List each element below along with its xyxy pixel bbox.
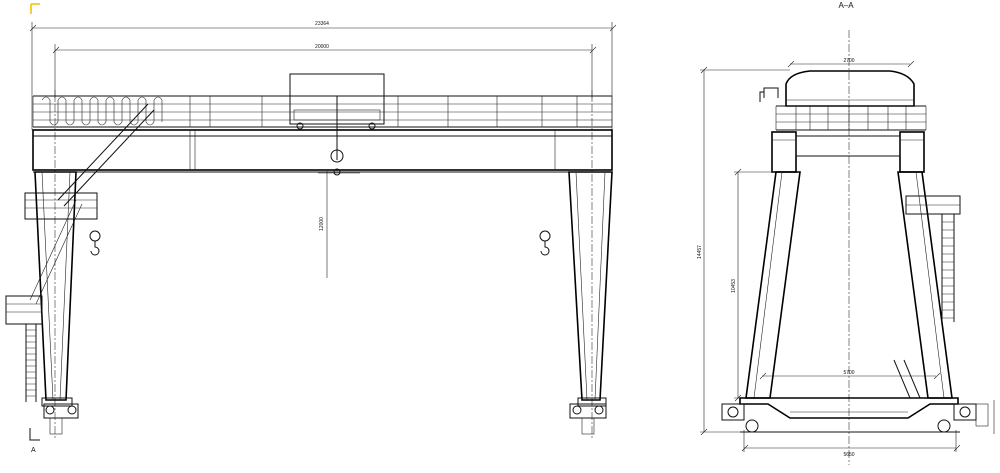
main-girder	[32, 129, 613, 173]
rail-span-dimension: 20000	[52, 44, 597, 100]
end-girders	[771, 131, 925, 173]
trolley-housing	[759, 70, 915, 107]
lift-height-dimension: 12000	[318, 96, 360, 278]
walkway-railing	[32, 95, 613, 128]
left-aux-hook	[89, 230, 101, 256]
left-leg	[34, 171, 79, 435]
inner-width-dimension: 5700	[759, 370, 941, 380]
overall-height-dimension: 14457	[697, 66, 790, 436]
total-span-dimension: 23364	[29, 21, 617, 130]
total-span-label: 23364	[315, 21, 329, 27]
top-width-label: 2700	[843, 58, 854, 64]
corner-marker	[30, 3, 40, 14]
base-width-dimension: 5650	[741, 430, 961, 458]
base-frame	[721, 397, 995, 434]
section-title: A–A	[838, 1, 854, 10]
inner-width-label: 5700	[843, 370, 854, 376]
overall-height-label: 14457	[697, 245, 703, 259]
rail-span-label: 20000	[315, 44, 329, 50]
left-ladder	[5, 103, 155, 402]
base-width-label: 5650	[843, 452, 854, 458]
side-ladder	[905, 195, 961, 322]
lift-height-label: 12000	[319, 217, 325, 231]
top-railing	[775, 105, 927, 131]
top-width-dimension: 2700	[787, 58, 915, 68]
leg-height-label: 10453	[731, 279, 737, 293]
side-view: A–A 2700	[697, 1, 995, 465]
right-aux-hook	[539, 230, 551, 256]
front-view: 23364 20000	[5, 21, 617, 454]
right-leg	[568, 171, 613, 435]
leg-height-dimension: 10453	[731, 168, 800, 402]
section-marker-label: A	[31, 447, 36, 454]
section-marker: A	[29, 428, 40, 454]
